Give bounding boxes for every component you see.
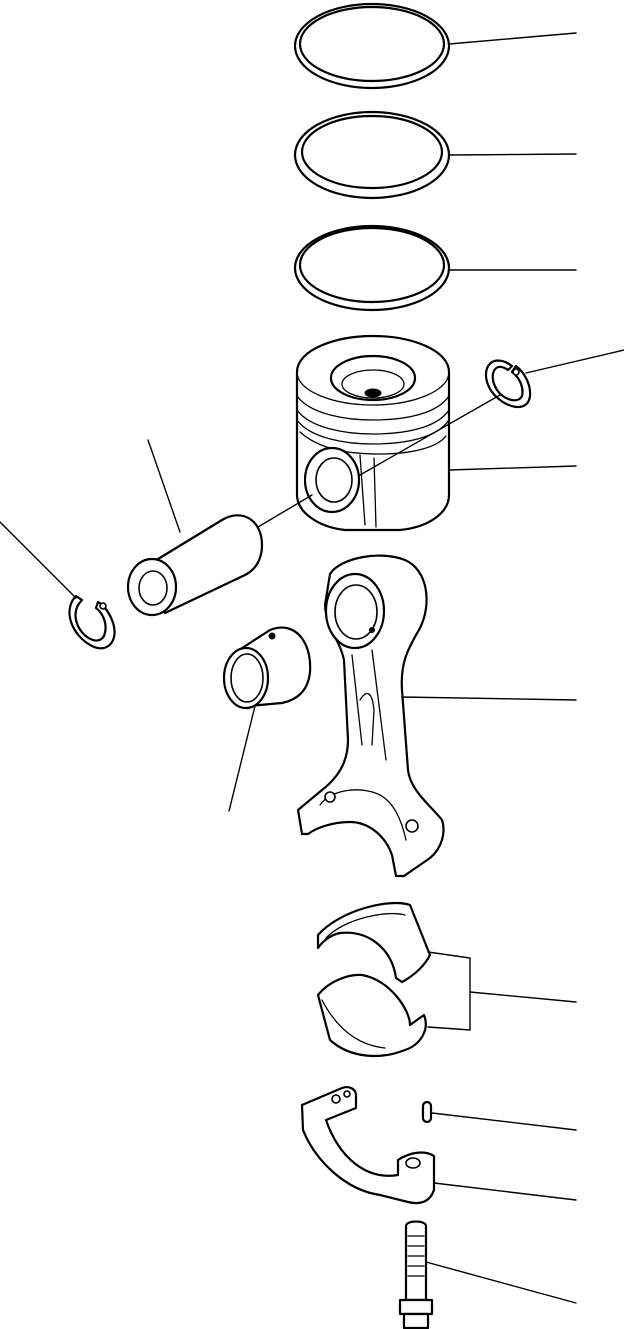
snap-ring-eye-icon: [99, 602, 107, 610]
piston: [295, 334, 577, 532]
leader-line-snap-ring-right: [525, 349, 624, 374]
dowel-pin: [421, 1100, 577, 1131]
rod-cap: [300, 1086, 577, 1205]
leader-line-rod-cap: [433, 1182, 577, 1201]
rod-bolt-hole-icon: [405, 819, 419, 833]
leader-line-snap-ring-left: [0, 521, 77, 599]
rod-cap-hole-icon: [331, 1094, 341, 1104]
leader-line-bearing-shells: [469, 991, 577, 1003]
snap-ring-right: [484, 349, 624, 408]
small-end-bushing: [222, 626, 312, 812]
snap-ring-left: [0, 521, 116, 650]
leader-line-bearing-upper: [427, 951, 471, 1031]
leader-line-piston-pin: [147, 439, 181, 533]
top-ring: [293, 2, 577, 90]
rod-cap-hole-icon: [343, 1090, 351, 1098]
bushing-oil-hole-icon: [268, 632, 276, 640]
leader-line-snap-ring-to-bore: [359, 394, 501, 476]
rod-bolt-hole-icon: [324, 791, 336, 803]
piston-bowl-icon: [364, 388, 382, 398]
rod-bolt: [398, 1220, 577, 1329]
second-ring: [293, 110, 577, 200]
rod-small-end-oil-hole-icon: [369, 627, 375, 633]
oil-ring: [293, 224, 577, 312]
leader-line-connecting-rod: [401, 696, 577, 701]
bearing-shells: [316, 901, 577, 1058]
leader-line-second-ring: [448, 153, 577, 156]
leader-line-rod-bolt: [425, 1261, 577, 1304]
snap-ring-eye-icon: [512, 368, 520, 376]
leader-line-top-ring: [448, 32, 577, 45]
leader-line-pin-to-bore: [257, 494, 313, 528]
rod-cap-bolt-hole-icon: [405, 1157, 421, 1169]
connecting-rod: [296, 554, 577, 878]
leader-line-dowel-pin: [431, 1112, 577, 1131]
leader-line-bushing: [228, 705, 256, 812]
leader-line-piston: [448, 465, 577, 471]
piston-pin: [126, 439, 313, 617]
